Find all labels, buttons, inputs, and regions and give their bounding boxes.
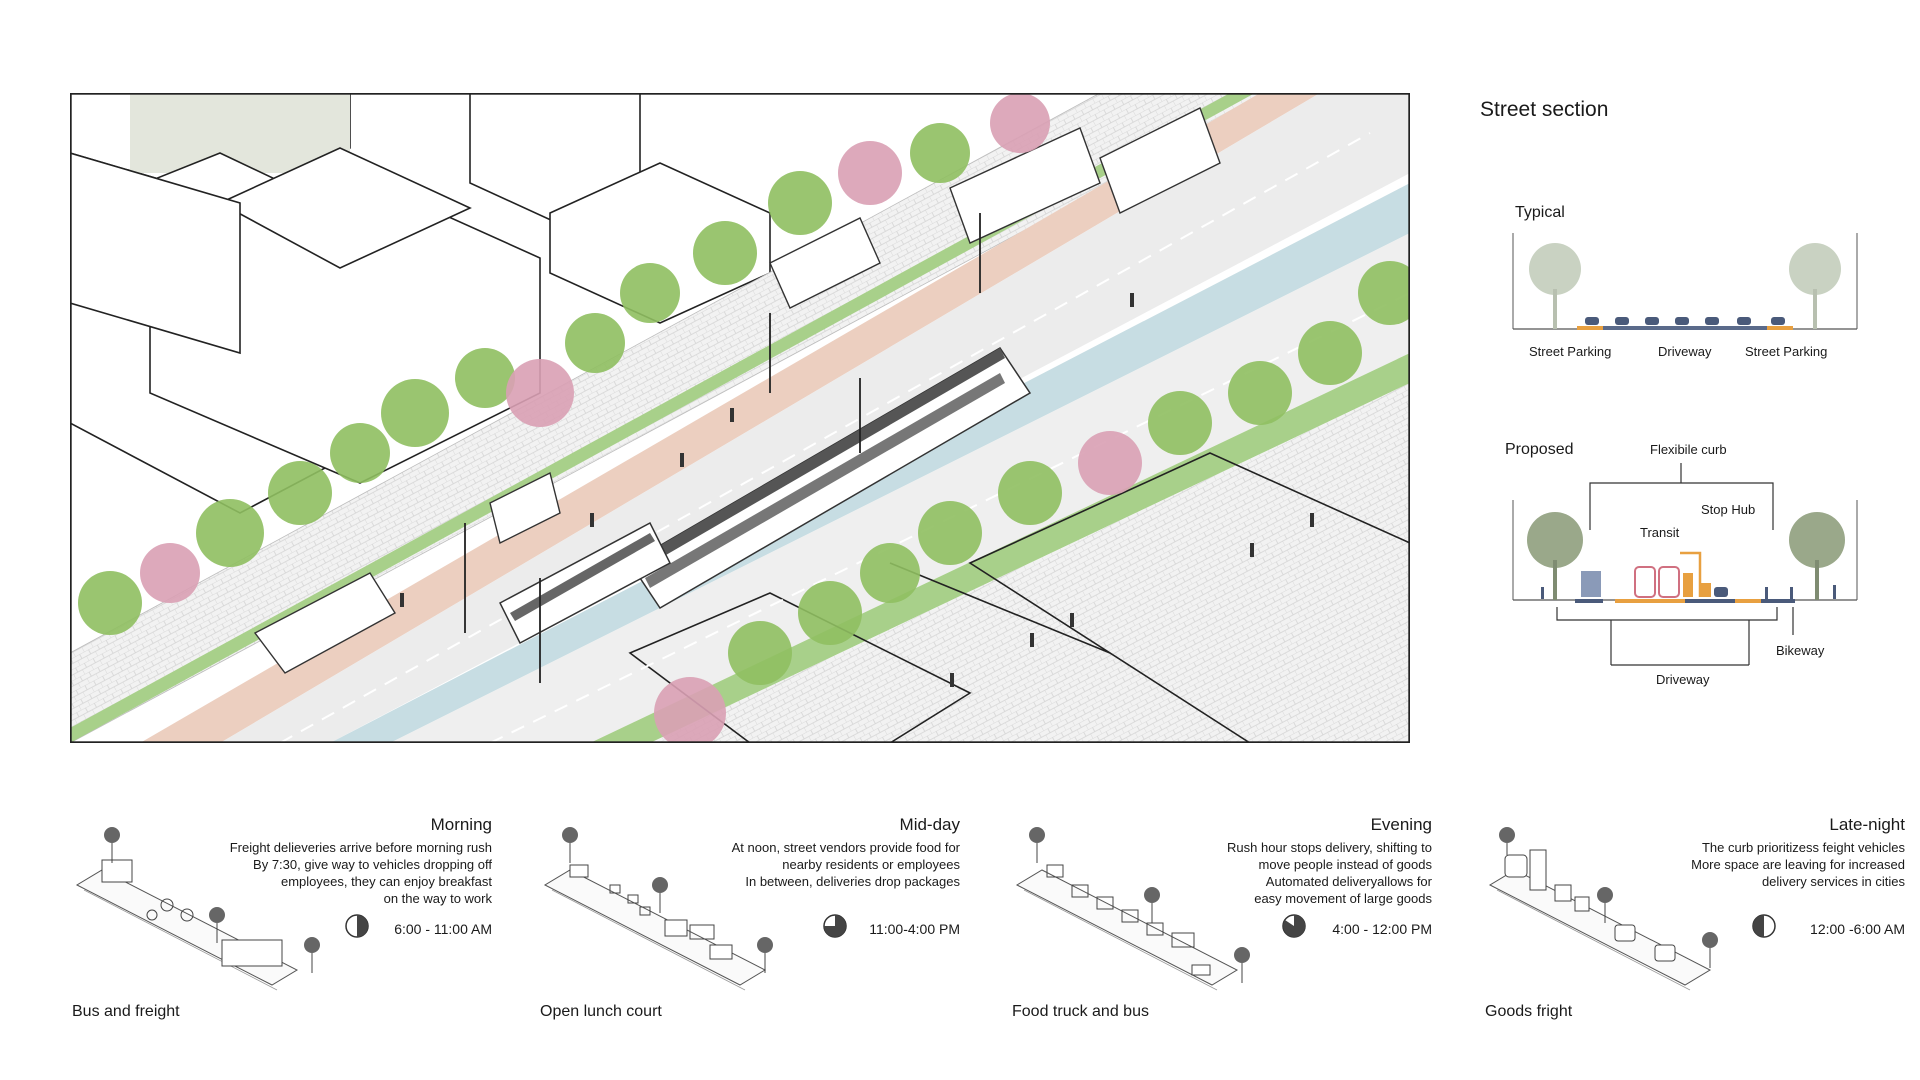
scene-food-truck-and-bus: [1015, 827, 1250, 991]
panel-scene-name: Goods fright: [1485, 1003, 1573, 1020]
panel-title: Mid-day: [899, 815, 960, 834]
tram: [628, 346, 1032, 610]
clock-icon: [823, 914, 847, 938]
panel-time: 6:00 - 11:00 AM: [394, 921, 492, 937]
box-truck: [949, 127, 1101, 244]
clock-icon: [1752, 914, 1776, 938]
panel-mid-day: Mid-day At noon, street vendors provide …: [540, 815, 960, 1035]
panel-late-night: Late-night The curb prioritizess feight …: [1485, 815, 1905, 1035]
section-title: Street section: [1480, 98, 1609, 121]
street-axonometric-illustration: [70, 93, 1410, 743]
proposed-driveway-label: Driveway: [1656, 672, 1710, 687]
panel-scene-name: Open lunch court: [540, 1003, 662, 1020]
clock-icon: [345, 914, 369, 938]
bus: [499, 521, 671, 645]
proposed-section-diagram: [1512, 463, 1858, 666]
panel-time: 4:00 - 12:00 PM: [1332, 921, 1432, 937]
transit-label: Transit: [1640, 525, 1680, 540]
clock-icon: [1282, 914, 1306, 938]
panel-title: Morning: [430, 815, 492, 834]
panel-description: At noon, street vendors provide food for…: [731, 840, 960, 889]
panel-title: Evening: [1370, 815, 1432, 834]
typical-driveway: Driveway: [1658, 344, 1712, 359]
panel-time: 11:00-4:00 PM: [869, 921, 960, 937]
typical-street-parking-left: Street Parking: [1529, 344, 1612, 359]
flexible-curb-label: Flexibile curb: [1650, 442, 1727, 457]
typical-label: Typical: [1515, 204, 1565, 221]
typical-section-diagram: [1512, 233, 1858, 330]
panel-morning: Morning Freight delieveries arrive befor…: [72, 815, 492, 1035]
scene-goods-fright: [1488, 827, 1718, 991]
proposed-label: Proposed: [1505, 441, 1574, 458]
delivery-pod: [489, 471, 561, 545]
scene-open-lunch-court: [543, 827, 773, 991]
typical-street-parking-right: Street Parking: [1745, 344, 1828, 359]
stop-hub-label: Stop Hub: [1701, 502, 1756, 517]
panel-evening: Evening Rush hour stops delivery, shifti…: [1012, 815, 1432, 1035]
delivery-truck: [769, 217, 881, 309]
panel-scene-name: Food truck and bus: [1012, 1003, 1149, 1020]
panel-description: Freight delieveries arrive before mornin…: [229, 840, 492, 906]
trees: [78, 93, 1410, 743]
scene-bus-and-freight: [75, 827, 320, 991]
minibus: [253, 572, 396, 674]
panel-title: Late-night: [1829, 815, 1905, 834]
bikeway-label: Bikeway: [1776, 643, 1825, 658]
van: [1099, 107, 1221, 214]
panel-scene-name: Bus and freight: [72, 1003, 180, 1020]
panel-time: 12:00 -6:00 AM: [1810, 921, 1905, 937]
